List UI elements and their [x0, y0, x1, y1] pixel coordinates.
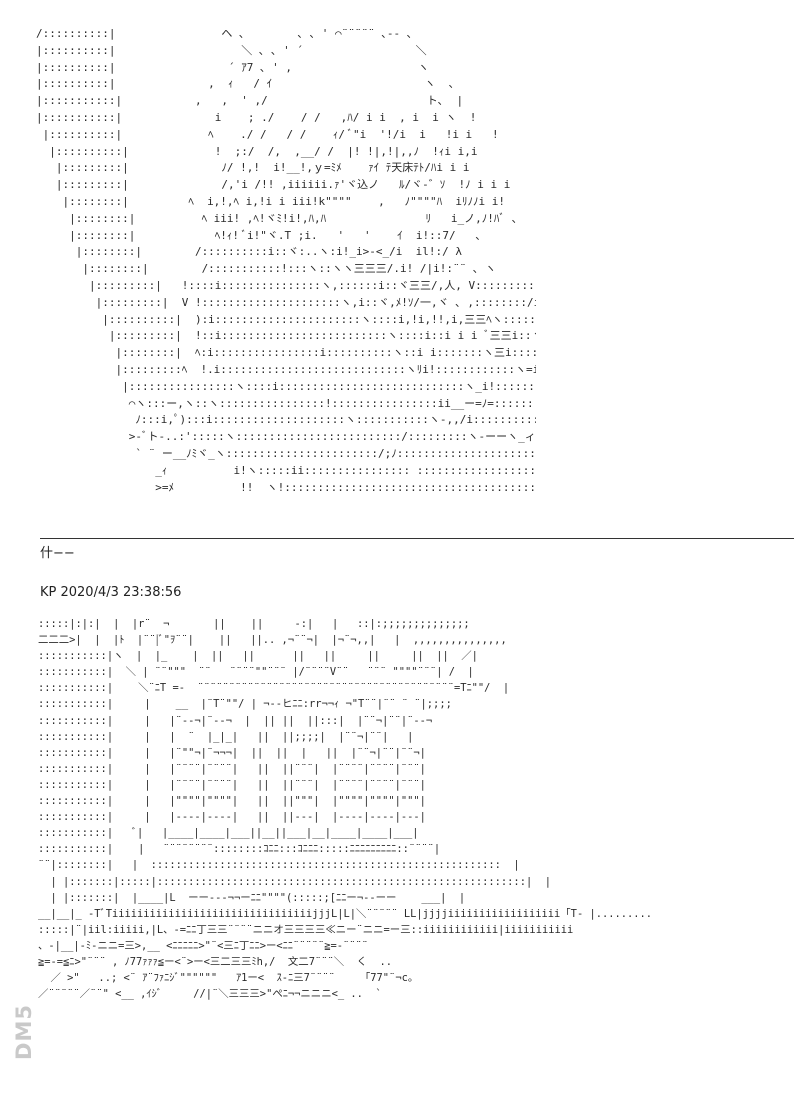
- horizontal-divider: [40, 538, 794, 539]
- dialogue-line: 什−−: [40, 546, 75, 561]
- post-header: KP 2020/4/3 23:38:56: [40, 585, 182, 600]
- site-watermark-logo: DM5: [12, 1004, 37, 1060]
- ascii-art-building: :::::|:|:| | |r¨ ¬ || || -:| | ::|:;;;;;…: [38, 618, 650, 1001]
- ascii-art-character: /::::::::::| ヘ ､ ､ ､ ' ⌒¨¨¨¨¨ ､‐- ､ |:::…: [36, 27, 536, 494]
